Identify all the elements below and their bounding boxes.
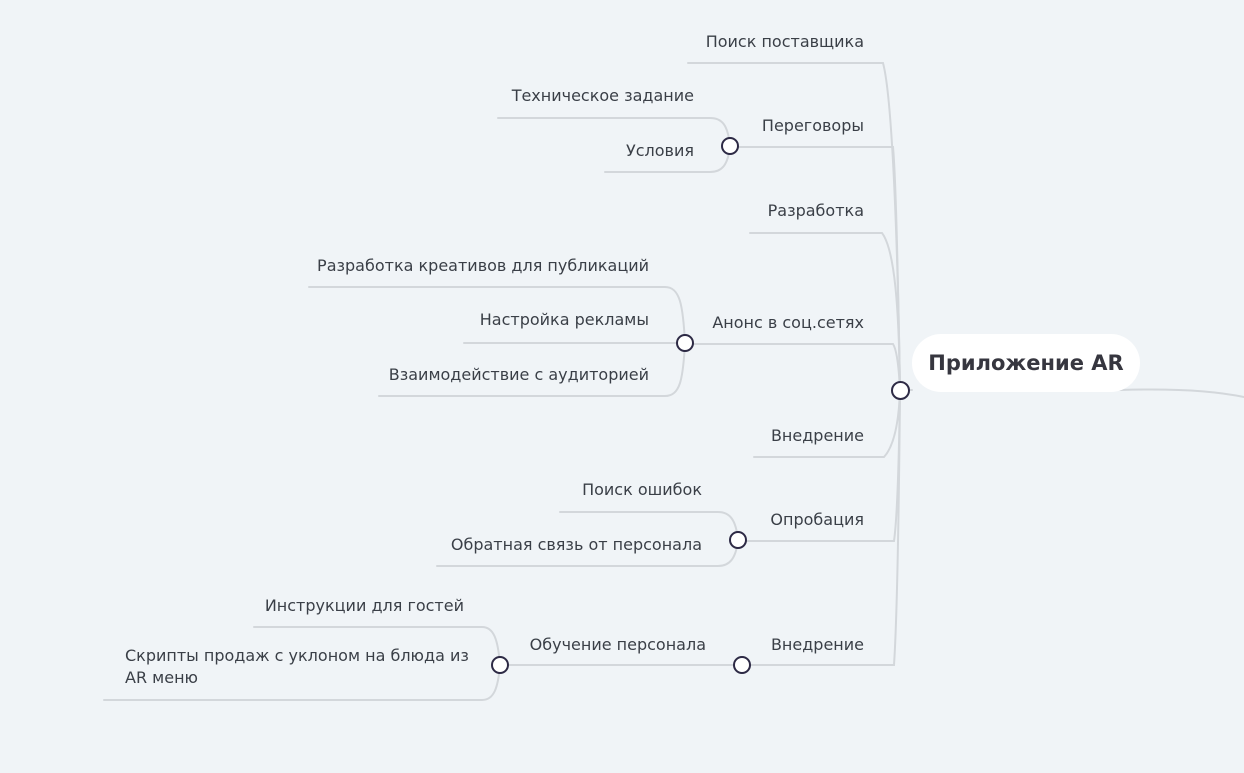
connector-anons xyxy=(691,343,901,391)
node-peregovory[interactable]: Переговоры xyxy=(761,116,864,135)
node-instrukcii[interactable]: Инструкции для гостей xyxy=(264,596,464,615)
connector-poisk-postavshika xyxy=(687,62,901,391)
toggle-peregovory[interactable] xyxy=(721,137,739,155)
connector-kreativy xyxy=(308,286,686,344)
node-obratnaya-svyaz[interactable]: Обратная связь от персонала xyxy=(450,535,702,554)
connector-root-right xyxy=(1119,388,1244,398)
node-obuchenie[interactable]: Обучение персонала xyxy=(529,635,706,654)
toggle-obuchenie[interactable] xyxy=(491,656,509,674)
connector-tech-zadanie xyxy=(497,117,731,147)
node-poisk-oshibok[interactable]: Поиск ошибок xyxy=(582,480,702,499)
node-kreativy[interactable]: Разработка креативов для публикаций xyxy=(317,256,649,275)
node-reklama[interactable]: Настройка рекламы xyxy=(479,310,649,329)
node-razrabotka[interactable]: Разработка xyxy=(767,201,864,220)
root-node-label: Приложение AR xyxy=(928,351,1124,375)
connector-razrabotka xyxy=(749,232,901,391)
node-auditoriya[interactable]: Взаимодействие с аудиторией xyxy=(388,365,649,384)
toggle-vnedrenie-2[interactable] xyxy=(733,656,751,674)
node-vnedrenie-2[interactable]: Внедрение xyxy=(770,635,864,654)
toggle-anons[interactable] xyxy=(676,334,694,352)
node-vnedrenie-1[interactable]: Внедрение xyxy=(770,426,864,445)
node-skripty[interactable]: Скрипты продаж с уклоном на блюда из AR … xyxy=(125,646,469,687)
connector-vnedrenie-2 xyxy=(749,389,901,666)
node-usloviya[interactable]: Условия xyxy=(625,141,694,160)
node-anons[interactable]: Анонс в соц.сетях xyxy=(712,313,864,332)
connector-peregovory xyxy=(737,146,901,391)
toggle-oprobaciya[interactable] xyxy=(729,531,747,549)
node-oprobaciya[interactable]: Опробация xyxy=(770,510,864,529)
connector-auditoriya xyxy=(378,342,686,397)
root-node[interactable]: Приложение AR xyxy=(912,334,1140,392)
node-tech-zadanie[interactable]: Техническое задание xyxy=(511,86,694,105)
node-poisk-postavshika[interactable]: Поиск поставщика xyxy=(705,32,864,51)
toggle-root[interactable] xyxy=(891,381,910,400)
